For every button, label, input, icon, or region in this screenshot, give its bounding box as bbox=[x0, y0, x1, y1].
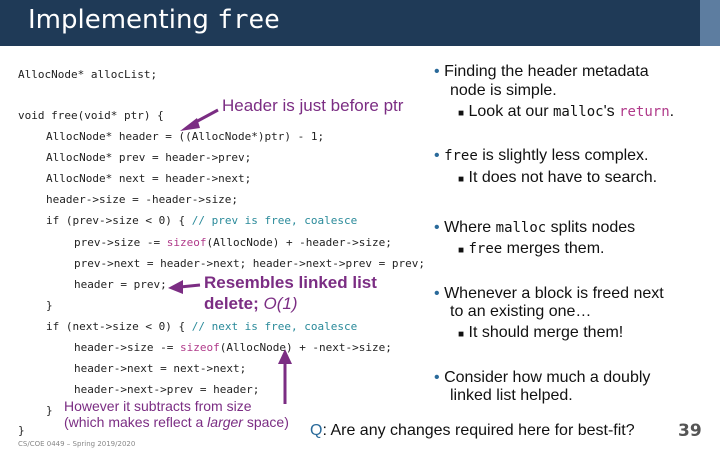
b4-text-1: Whenever a block is freed next bbox=[444, 285, 664, 302]
code-line-13: header->size -= sizeof(AllocNode) + -nex… bbox=[74, 341, 392, 354]
bullet-dot: • bbox=[434, 285, 440, 302]
bullet-4-line-2: to an existing one… bbox=[450, 303, 592, 320]
code-line-5: AllocNode* next = header->next; bbox=[46, 172, 252, 185]
header-before-annotation: Header is just before ptr bbox=[222, 96, 404, 115]
b3-sub-free: free bbox=[468, 241, 503, 257]
resembles-annotation-line-2: delete; O(1) bbox=[204, 294, 298, 314]
code-line-9: prev->next = header->next; header->next-… bbox=[74, 257, 425, 270]
bullet-2-sub: ■ It does not have to search. bbox=[458, 169, 657, 187]
title-mono: free bbox=[217, 5, 280, 35]
bullet-1-sub: ■ Look at our malloc's return. bbox=[458, 103, 674, 121]
code-line-13-a: header->size -= bbox=[74, 341, 180, 354]
arrow-to-size-line bbox=[278, 349, 292, 404]
code-line-2: void free(void* ptr) { bbox=[18, 109, 164, 122]
sub-bullet-square: ■ bbox=[458, 245, 465, 256]
course-footer: CS/COE 0449 – Spring 2019/2020 bbox=[18, 440, 136, 448]
b5-text-1: Consider how much a doubly bbox=[444, 369, 651, 386]
code-line-7-stmt: if (prev->size < 0) { bbox=[46, 214, 192, 227]
b2-free: free bbox=[444, 148, 478, 164]
code-line-14: header->next = next->next; bbox=[74, 362, 247, 375]
b2-sub-text: It does not have to search. bbox=[468, 169, 658, 186]
code-line-7: if (prev->size < 0) { // prev is free, c… bbox=[46, 214, 357, 227]
code-line-16: } bbox=[46, 404, 53, 417]
bullet-1-line-2: node is simple. bbox=[450, 82, 557, 99]
b1-sub-c: . bbox=[669, 103, 675, 120]
however-2c: space) bbox=[242, 414, 289, 430]
sub-bullet-square: ■ bbox=[458, 329, 465, 340]
bullet-3: • Where malloc splits nodes bbox=[434, 219, 635, 237]
bullet-1-text-1: Finding the header metadata bbox=[444, 63, 649, 80]
bullet-3-sub: ■ free merges them. bbox=[458, 240, 604, 258]
however-2b: larger bbox=[207, 414, 243, 430]
bullet-dot: • bbox=[434, 147, 440, 164]
arrow-to-coalesce-block bbox=[168, 280, 201, 294]
code-line-6: header->size = -header->size; bbox=[46, 193, 239, 206]
b1-sub-malloc: malloc bbox=[553, 104, 604, 120]
code-line-17: } bbox=[18, 424, 25, 437]
however-annotation-line-2: (which makes reflect a larger space) bbox=[64, 414, 289, 430]
code-line-11: } bbox=[46, 299, 53, 312]
b3-b: splits nodes bbox=[546, 219, 636, 236]
code-line-15: header->next->prev = header; bbox=[74, 383, 260, 396]
b1-sub-return: return bbox=[619, 104, 670, 120]
bullet-2: • free is slightly less complex. bbox=[434, 147, 649, 165]
code-line-4: AllocNode* prev = header->prev; bbox=[46, 151, 252, 164]
code-line-10: header = prev; bbox=[74, 278, 167, 291]
bullet-dot: • bbox=[434, 219, 440, 236]
code-line-8: prev->size -= sizeof(AllocNode) + -heade… bbox=[74, 236, 392, 249]
title-band bbox=[0, 0, 700, 46]
resembles-complexity: O(1) bbox=[263, 294, 298, 313]
code-line-12-stmt: if (next->size < 0) { bbox=[46, 320, 192, 333]
b3-sub-text: merges them. bbox=[502, 240, 605, 257]
b1-sub-a: Look at our bbox=[468, 103, 553, 120]
code-line-1: AllocNode* allocList; bbox=[18, 68, 158, 81]
bullet-dot: • bbox=[434, 369, 440, 386]
resembles-delete: delete; bbox=[204, 294, 264, 313]
code-line-8-sizeof: sizeof bbox=[166, 236, 207, 249]
title-accent bbox=[700, 0, 720, 46]
b2-text: is slightly less complex. bbox=[477, 147, 649, 164]
page-number: 39 bbox=[678, 421, 702, 441]
however-2a: (which makes reflect a bbox=[64, 414, 208, 430]
arrow-to-header-line bbox=[180, 108, 219, 131]
bullet-4-sub: ■ It should merge them! bbox=[458, 324, 623, 342]
b3-malloc: malloc bbox=[495, 220, 547, 236]
code-line-8-b: (AllocNode) + -header->size; bbox=[206, 236, 392, 249]
bullet-1-line-1: • Finding the header metadata bbox=[434, 63, 649, 81]
code-line-8-a: prev->size -= bbox=[74, 236, 167, 249]
best-fit-question: Q: Are any changes required here for bes… bbox=[310, 422, 635, 440]
code-line-13-sizeof: sizeof bbox=[179, 341, 220, 354]
code-line-7-comment: // prev is free, coalesce bbox=[191, 214, 358, 227]
question-text: : Are any changes required here for best… bbox=[322, 422, 635, 439]
code-line-13-b: (AllocNode) + -next->size; bbox=[219, 341, 392, 354]
title-bar: Implementing free bbox=[0, 0, 720, 46]
question-q: Q bbox=[310, 422, 323, 439]
slide-title: Implementing free bbox=[28, 5, 280, 35]
b3-a: Where bbox=[444, 219, 496, 236]
bullet-5-line-1: • Consider how much a doubly bbox=[434, 369, 650, 387]
sub-bullet-square: ■ bbox=[458, 108, 465, 119]
code-line-12: if (next->size < 0) { // next is free, c… bbox=[46, 320, 357, 333]
however-annotation-line-1: However it subtracts from size bbox=[64, 398, 252, 414]
code-line-12-comment: // next is free, coalesce bbox=[191, 320, 358, 333]
bullet-4-line-1: • Whenever a block is freed next bbox=[434, 285, 664, 303]
bullet-5-line-2: linked list helped. bbox=[450, 387, 573, 404]
b1-sub-b: 's bbox=[603, 103, 620, 120]
bullet-dot: • bbox=[434, 63, 440, 80]
code-line-3: AllocNode* header = ((AllocNode*)ptr) - … bbox=[46, 130, 325, 143]
b4-sub-text: It should merge them! bbox=[468, 324, 624, 341]
title-prefix: Implementing bbox=[28, 5, 218, 35]
resembles-annotation-line-1: Resembles linked list bbox=[204, 273, 377, 292]
sub-bullet-square: ■ bbox=[458, 174, 465, 185]
